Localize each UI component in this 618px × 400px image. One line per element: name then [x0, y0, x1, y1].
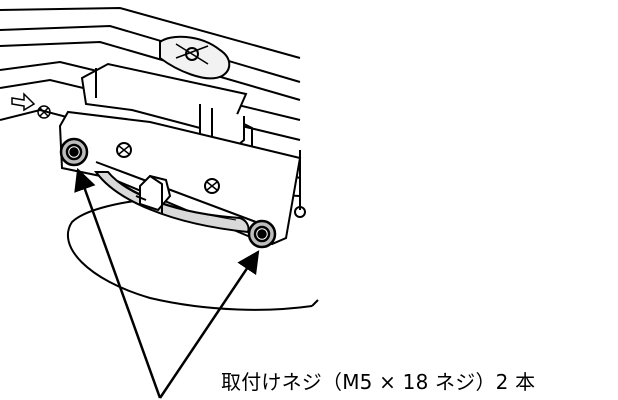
screw-spec-caption: 取付けネジ（M5 × 18 ネジ）2 本: [221, 370, 536, 394]
pointer-arrow: [158, 250, 260, 399]
pointer-arrow: [74, 167, 162, 399]
mounting-bracket: [58, 62, 306, 246]
mounting-screw: [59, 137, 89, 167]
mounting-screw: [247, 219, 277, 249]
tilt-mechanism: [94, 171, 250, 234]
side-arrow-icon: [11, 92, 51, 119]
